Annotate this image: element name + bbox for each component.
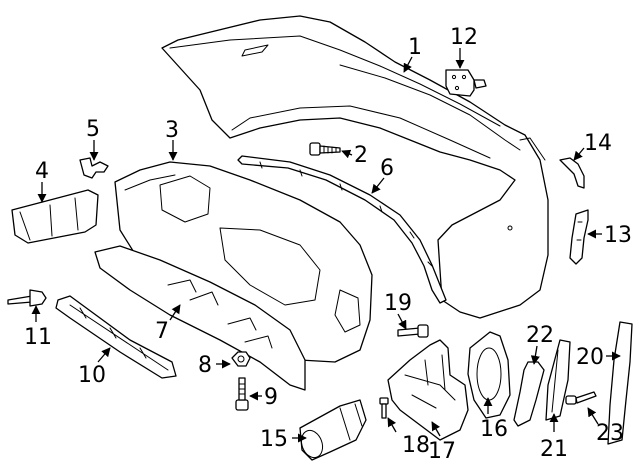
callout-3: 3 [165, 118, 179, 143]
side-guide [569, 209, 589, 265]
callout-14: 14 [584, 131, 612, 156]
callout-10: 10 [78, 363, 106, 388]
diffuser [94, 245, 306, 391]
exhaust-ring [467, 331, 511, 419]
callout-19: 19 [384, 291, 412, 316]
callout-22: 22 [526, 323, 554, 348]
callout-16: 16 [480, 417, 508, 442]
callout-13: 13 [604, 223, 632, 248]
callout-8: 8 [198, 353, 212, 378]
small-bolt [565, 391, 597, 405]
bolt [235, 377, 249, 411]
callout-21: 21 [540, 437, 568, 462]
side-bracket [11, 189, 99, 244]
bumper-cover [161, 15, 549, 319]
callout-7: 7 [155, 319, 169, 344]
fastener-pin [397, 324, 429, 338]
callout-2: 2 [354, 143, 368, 168]
nut [231, 351, 251, 367]
callout-20: 20 [576, 345, 604, 370]
small-screw [379, 397, 389, 419]
exhaust-tip [299, 399, 367, 461]
callout-5: 5 [86, 117, 100, 142]
side-panel-strip [607, 321, 633, 445]
callout-6: 6 [380, 156, 394, 181]
callout-15: 15 [260, 427, 288, 452]
side-mount-bracket [513, 361, 545, 427]
callout-1: 1 [408, 35, 422, 60]
side-panel [545, 339, 571, 421]
callout-9: 9 [264, 385, 278, 410]
callout-11: 11 [24, 325, 52, 350]
corner-bracket [559, 157, 585, 189]
callout-17: 17 [428, 439, 456, 464]
push-clip [79, 157, 109, 179]
callout-18: 18 [402, 433, 430, 458]
reinforcement-bar [55, 295, 177, 379]
rivet [7, 289, 47, 307]
mounting-plate [445, 69, 487, 97]
bracket-assembly [387, 339, 469, 441]
callout-12: 12 [450, 25, 478, 50]
trim-strip [237, 155, 447, 304]
callout-4: 4 [35, 159, 49, 184]
callout-23: 23 [596, 421, 624, 446]
screw [309, 142, 341, 156]
